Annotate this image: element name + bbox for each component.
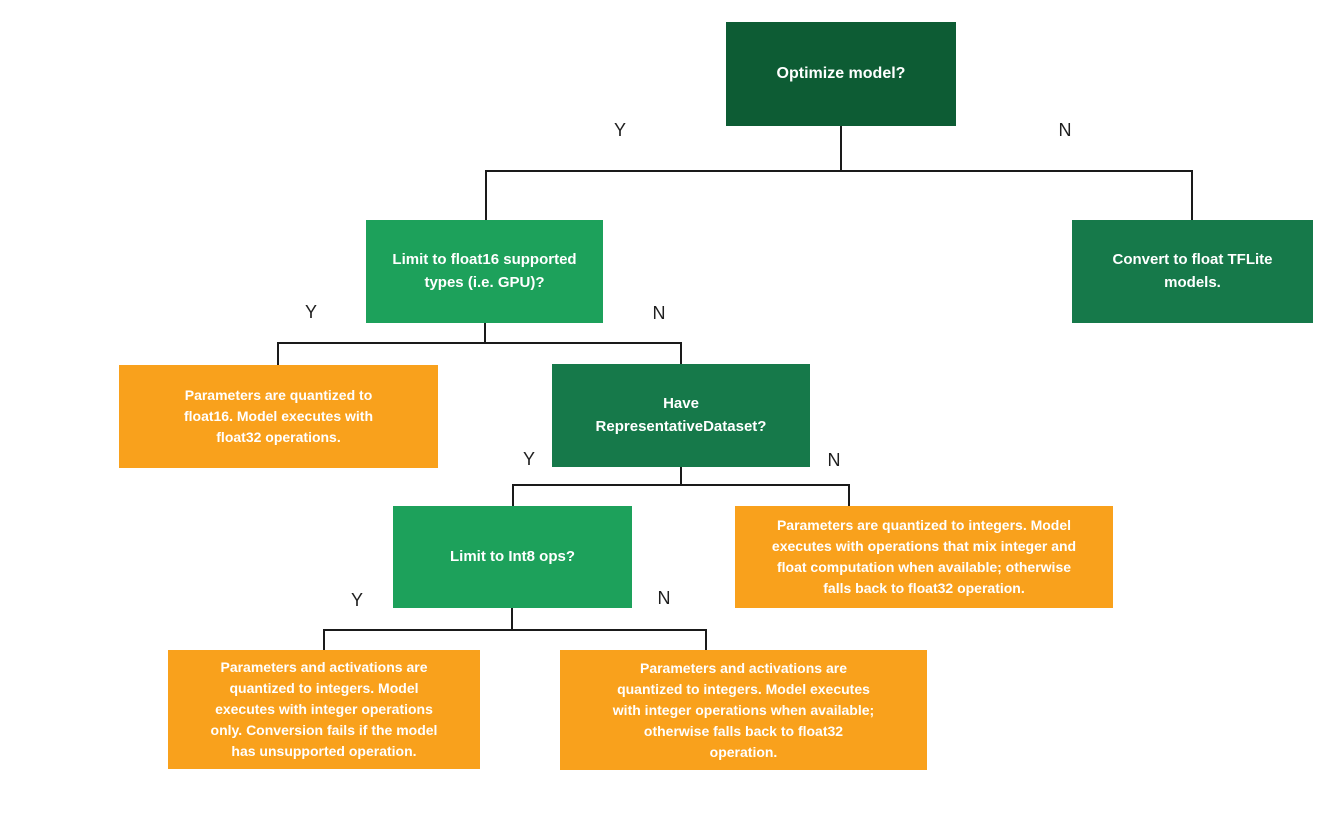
edge-label-yes: Y [522, 449, 535, 469]
connector-level3-horizontal [512, 484, 850, 486]
edge-label-no: N [657, 588, 671, 608]
connector-level1-yes-down [485, 170, 487, 220]
edge-label-yes: Y [350, 590, 363, 610]
edge-label-no: N [1058, 120, 1072, 140]
node-label: Convert to float TFLite models. [1112, 251, 1273, 291]
node-label: Parameters and activations are quantized… [210, 659, 438, 759]
node-convert-float-tflite: Convert to float TFLite models. [1072, 220, 1313, 323]
node-optimize-model: Optimize model? [726, 22, 956, 126]
connector-level2-horizontal [277, 342, 682, 344]
edge-label-no: N [652, 303, 666, 323]
node-limit-float16: Limit to float16 supported types (i.e. G… [366, 220, 603, 323]
node-quantized-integer-fallback-result: Parameters and activations are quantized… [560, 650, 927, 770]
edge-label-yes: Y [613, 120, 626, 140]
connector-have-down [680, 467, 682, 486]
node-label: Parameters are quantized to float16. Mod… [183, 387, 374, 445]
edge-label-no: N [827, 450, 841, 470]
node-label: Parameters are quantized to integers. Mo… [771, 517, 1077, 596]
connector-level3-yes-down [512, 484, 514, 506]
connector-level3-no-down [848, 484, 850, 506]
connector-level4-horizontal [323, 629, 707, 631]
node-quantized-mixed-result: Parameters are quantized to integers. Mo… [735, 506, 1113, 608]
node-quantized-integer-only-result: Parameters and activations are quantized… [168, 650, 480, 769]
connector-float16-down [484, 323, 486, 344]
node-label: Have RepresentativeDataset? [595, 395, 767, 435]
connector-level4-no-down [705, 629, 707, 650]
node-label: Parameters and activations are quantized… [612, 659, 875, 760]
node-have-representative-dataset: Have RepresentativeDataset? [552, 364, 810, 467]
connector-level1-horizontal [485, 170, 1193, 172]
node-limit-int8-ops: Limit to Int8 ops? [393, 506, 632, 608]
connector-optimize-down [840, 126, 842, 172]
connector-level2-no-down [680, 342, 682, 364]
connector-level2-yes-down [277, 342, 279, 365]
node-label: Limit to Int8 ops? [450, 547, 575, 565]
edge-label-yes: Y [304, 302, 317, 322]
connector-level4-yes-down [323, 629, 325, 650]
connector-level1-no-down [1191, 170, 1193, 220]
node-label: Optimize model? [776, 65, 906, 83]
connector-int8-down [511, 608, 513, 631]
node-label: Limit to float16 supported types (i.e. G… [392, 251, 577, 291]
node-quantized-float16-result: Parameters are quantized to float16. Mod… [119, 365, 438, 468]
